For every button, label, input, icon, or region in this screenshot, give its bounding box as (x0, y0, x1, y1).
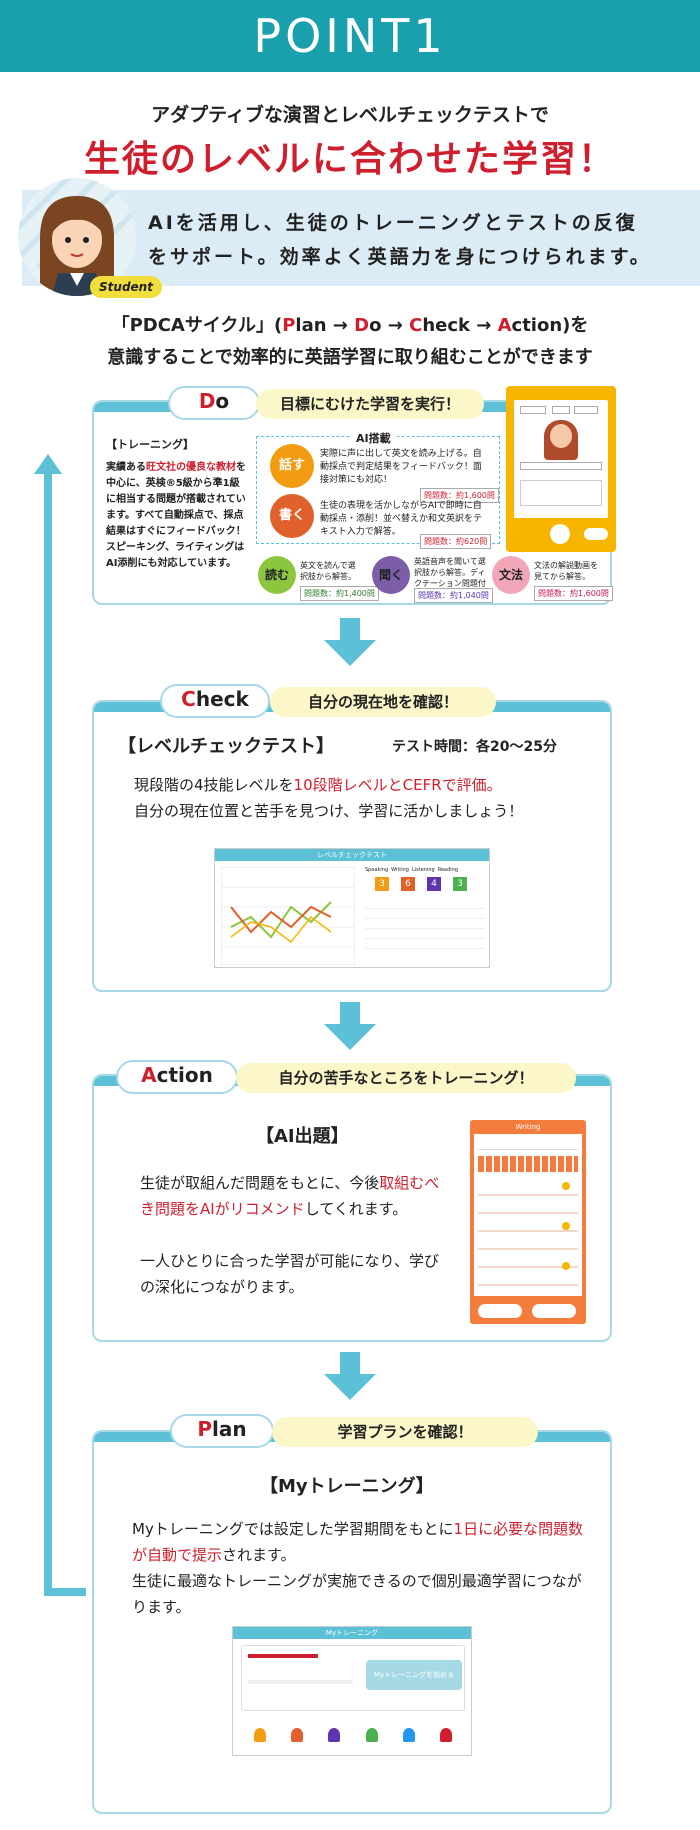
plan-label-pill (170, 1414, 274, 1448)
do-app-screenshot (506, 386, 616, 552)
kaku-desc: 生徒の表現を活かしながらAIで即時に自動採点・添削！並べ替えか和文英訳をテキスト… (320, 501, 483, 537)
pdca-line-1: 「PDCAサイクル」(Plan → Do → Check → Action)を (111, 315, 589, 336)
plan-shot-title: Myトレーニング (233, 1627, 471, 1639)
point-header: POINT1 (0, 0, 700, 72)
plan-para-1: Myトレーニングでは設定した学習期間をもとに1日に必要な問題数が自動で提示されま… (132, 1520, 584, 1564)
check-line-2: 自分の現在位置と苦手を見つけ、学習に活かしましょう！ (134, 802, 524, 820)
intro-subtitle: アダプティブな演習とレベルチェックテストで (151, 104, 549, 126)
action-phone-title: Writing (515, 1123, 541, 1131)
hanasu-circle: 話す (270, 444, 314, 488)
arrow-check-action-stem (340, 1002, 360, 1024)
kaku-count: 問題数：約620問 (420, 534, 492, 549)
kiku-count: 問題数：約1,040問 (414, 588, 493, 603)
hanasu-desc: 実際に声に出して英文を読み上げる。自動採点で判定結果をフィードバック！面接対策に… (320, 449, 482, 485)
action-title: 【AI出題】 (256, 1126, 349, 1147)
action-subtitle: 自分の苦手なところをトレーニング！ (236, 1063, 576, 1093)
arrow-do-check (324, 640, 376, 666)
do-label: Do (198, 389, 230, 413)
bunpo-count: 問題数：約1,600問 (534, 586, 613, 601)
action-para-2: 一人ひとりに合った学習が可能になり、学びの深化につながります。 (140, 1252, 439, 1296)
check-shot-chart (221, 867, 355, 965)
check-level-writing: 6 (401, 877, 415, 891)
pdca-line-2: 意識することで効率的に英語学習に取り組むことができます (107, 347, 593, 368)
action-app-screenshot: Writing (470, 1120, 586, 1324)
kaku-circle: 書く (270, 494, 314, 538)
student-tag: Student (90, 276, 162, 298)
plan-app-screenshot: Myトレーニング Myトレーニングを始める (232, 1626, 472, 1756)
hanasu-count: 問題数：約1,600問 (420, 488, 499, 503)
yomu-desc: 英文を読んで選択肢から解答。 (300, 561, 356, 581)
yomu-circle: 読む (258, 556, 296, 594)
check-subtitle: 自分の現在地を確認！ (270, 687, 496, 717)
do-ai-head: AI搭載 (350, 430, 397, 446)
check-line-1: 現段階の4技能レベルを10段階レベルとCEFRで評価。 (134, 776, 502, 794)
do-subtitle: 目標にむけた学習を実行！ (256, 389, 484, 419)
check-level-speaking: 3 (375, 877, 389, 891)
bunpo-circle: 文法 (492, 556, 530, 594)
band-line-1: AIを活用し、生徒のトレーニングとテストの反復 (148, 212, 638, 234)
cycle-loop-line (44, 470, 52, 1595)
do-label-pill (168, 386, 260, 420)
cycle-loop-bottom (44, 1588, 86, 1596)
action-label: Action (141, 1063, 213, 1087)
band-line-2: をサポート。効率よく英語力を身につけられます。 (148, 246, 652, 268)
bunpo-desc: 文法の解説動画を見てから解答。 (534, 561, 598, 581)
yomu-count: 問題数：約1,400問 (300, 586, 379, 601)
plan-subtitle: 学習プランを確認！ (272, 1417, 538, 1447)
do-training-text: 実績ある旺文社の優良な教材を中心に、英検®5級から準1級に相当する問題が搭載され… (106, 462, 246, 569)
student-avatar (18, 178, 136, 296)
check-time: テスト時間：各20〜25分 (392, 739, 557, 755)
plan-shot-button: Myトレーニングを始める (366, 1660, 462, 1690)
do-training-head: 【トレーニング】 (106, 438, 194, 451)
cycle-loop-arrowhead (34, 454, 62, 474)
plan-para-2: 生徒に最適なトレーニングが実施できるので個別最適学習につながります。 (132, 1572, 582, 1616)
plan-title: 【Myトレーニング】 (260, 1476, 434, 1497)
intro-title: 生徒のレベルに合わせた学習！ (83, 139, 616, 180)
plan-shot-icons (241, 1719, 465, 1751)
pdca-text: 「PDCAサイクル」(Plan → Do → Check → Action)を … (0, 310, 700, 374)
action-para-1: 生徒が取組んだ問題をもとに、今後取組むべき問題をAIがリコメンドしてくれます。 (140, 1174, 440, 1218)
check-title: 【レベルチェックテスト】 (118, 736, 334, 757)
arrow-do-check-stem (340, 618, 360, 640)
check-level-reading: 3 (453, 877, 467, 891)
check-shot-title: レベルチェックテスト (215, 849, 489, 861)
plan-label: Plan (197, 1417, 247, 1441)
check-label: Check (181, 687, 249, 711)
check-label-pill (160, 684, 270, 718)
arrow-action-plan (324, 1374, 376, 1400)
band-text: AIを活用し、生徒のトレーニングとテストの反復 をサポート。効率よく英語力を身に… (148, 206, 688, 274)
arrow-check-action (324, 1024, 376, 1050)
check-level-listening: 4 (427, 877, 441, 891)
arrow-action-plan-stem (340, 1352, 360, 1374)
kiku-circle: 聞く (372, 556, 410, 594)
